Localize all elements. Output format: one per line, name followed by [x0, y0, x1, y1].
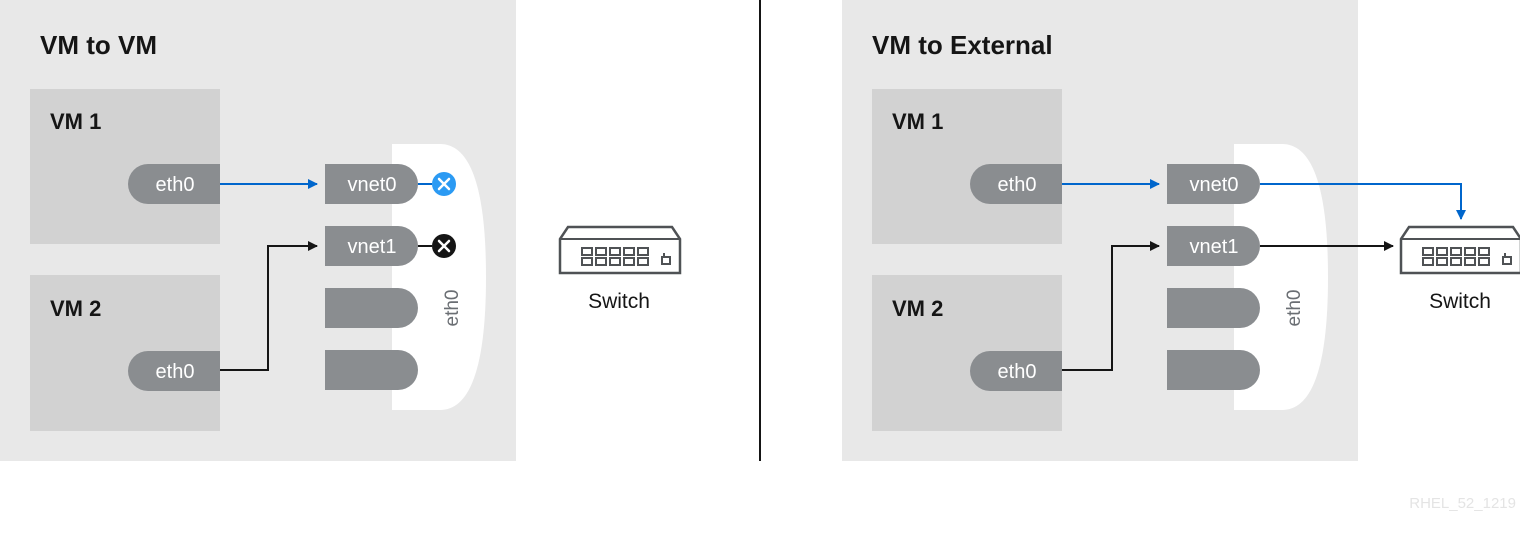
vm1-eth0-label: eth0	[156, 174, 195, 196]
switch-icon	[1399, 225, 1520, 275]
panel-title: VM to VM	[40, 30, 157, 60]
vm2-eth0-port	[970, 351, 1062, 391]
vnet0-to-switch-arrow	[1260, 183, 1466, 220]
vnet0-label: vnet0	[348, 174, 397, 196]
vnet1-port	[325, 226, 418, 266]
vnet0-port	[325, 164, 418, 204]
vm2-eth0-label: eth0	[998, 361, 1037, 383]
empty-port-3	[1167, 288, 1260, 328]
bridge-eth0-label: eth0	[1284, 290, 1305, 327]
vm2-eth0-port	[128, 351, 220, 391]
panel-vm-to-external: VM to External VM 1 eth0 VM 2 eth0 eth0 …	[842, 0, 1466, 461]
vnet1-port	[1167, 226, 1260, 266]
bridge-eth0	[392, 144, 486, 410]
panel-vm-to-vm: VM to VM VM 1 eth0 VM 2 eth0 eth0 vnet0 …	[0, 0, 516, 461]
empty-port-3	[325, 288, 418, 328]
switch-label: Switch	[1429, 290, 1491, 313]
blocked-icon	[432, 234, 456, 258]
watermark: RHEL_52_1219	[1409, 495, 1516, 512]
vm2-to-vnet1-arrow	[220, 241, 318, 371]
vm2-eth0-label: eth0	[156, 361, 195, 383]
bridge-eth0	[1234, 144, 1328, 410]
blocked-icon	[432, 172, 456, 196]
empty-port-4	[1167, 350, 1260, 390]
switch-label: Switch	[588, 290, 650, 313]
vnet1-label: vnet1	[348, 236, 397, 258]
vnet0-port	[1167, 164, 1260, 204]
bridge-eth0-label: eth0	[442, 290, 463, 327]
vnet0-label: vnet0	[1190, 174, 1239, 196]
vm2-to-vnet1-arrow	[1062, 241, 1160, 371]
vm1-eth0-port	[970, 164, 1062, 204]
switch-icon	[558, 225, 682, 275]
vm2-label: VM 2	[50, 296, 101, 321]
vm1-label: VM 1	[892, 109, 943, 134]
vm1-eth0-port	[128, 164, 220, 204]
panel-title: VM to External	[872, 30, 1053, 60]
vm1-eth0-label: eth0	[998, 174, 1037, 196]
empty-port-4	[325, 350, 418, 390]
vm1-label: VM 1	[50, 109, 101, 134]
vm2-label: VM 2	[892, 296, 943, 321]
vnet1-label: vnet1	[1190, 236, 1239, 258]
